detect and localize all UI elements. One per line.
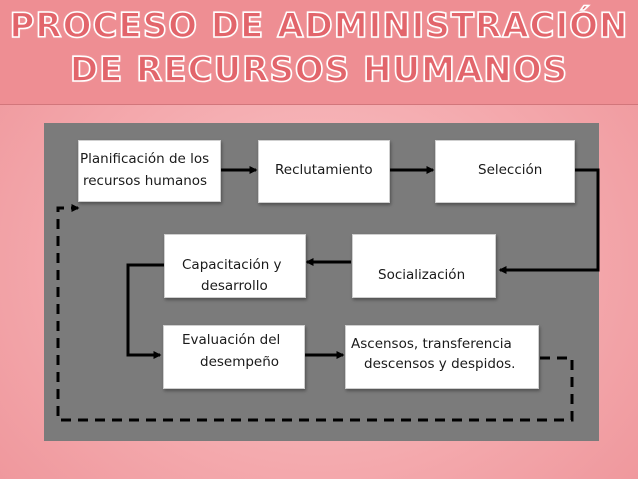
title-banner: PROCESO DE ADMINISTRACIÓN DE RECURSOS HU… xyxy=(0,0,638,105)
step-reclutamiento-line-1: Reclutamiento xyxy=(275,162,373,178)
step-planificacion-line-2: recursos humanos xyxy=(83,173,208,189)
step-planificacion: Planificación de los recursos humanos xyxy=(78,140,221,202)
step-reclutamiento: Reclutamiento xyxy=(258,140,390,203)
step-ascensos-line-1: Ascensos, transferencia xyxy=(351,336,512,352)
step-seleccion-line-1: Selección xyxy=(478,162,543,178)
step-socializacion-line-1: Socialización xyxy=(378,267,466,283)
step-evaluacion-line-2: desempeño xyxy=(200,354,280,370)
step-capacitacion: Capacitación y desarrollo xyxy=(164,234,306,298)
step-ascensos: Ascensos, transferencia descensos y desp… xyxy=(345,325,539,389)
step-seleccion: Selección xyxy=(435,140,575,203)
step-socializacion: Socialización xyxy=(352,234,496,298)
step-evaluacion: Evaluación del desempeño xyxy=(163,325,305,389)
step-capacitacion-line-2: desarrollo xyxy=(201,278,268,294)
step-ascensos-line-2: descensos y despidos. xyxy=(364,356,516,372)
title-line-1: PROCESO DE ADMINISTRACIÓN xyxy=(9,5,629,47)
step-capacitacion-line-1: Capacitación y xyxy=(182,257,282,273)
step-evaluacion-line-1: Evaluación del xyxy=(182,332,281,348)
step-planificacion-line-1: Planificación de los xyxy=(80,151,210,167)
title-line-2: DE RECURSOS HUMANOS xyxy=(69,49,569,91)
